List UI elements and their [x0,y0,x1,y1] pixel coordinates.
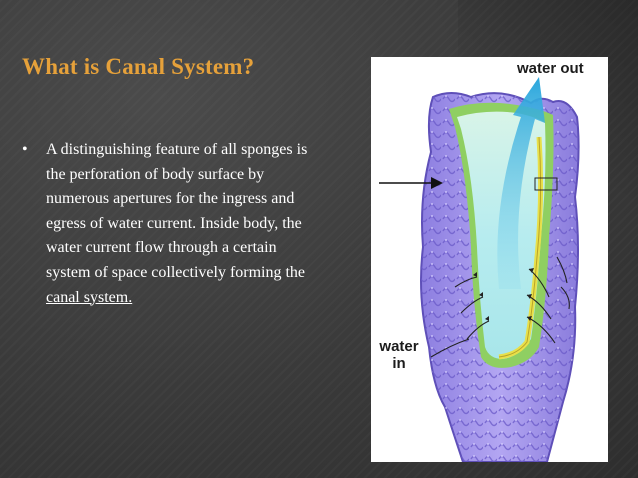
water-in-label-line2: in [392,355,406,372]
flow-arrowheads [473,268,534,321]
bullet-text: A distinguishing feature of all sponges … [46,138,322,310]
bullet-paragraph: • A distinguishing feature of all sponge… [22,138,322,310]
water-in-label: water in [375,338,423,372]
water-in-label-line1: water [379,338,419,355]
water-out-label: water out [517,60,584,77]
detail-box [534,177,558,191]
sponge-illustration [379,77,580,462]
canal-system-link[interactable]: canal system. [46,288,133,306]
water-in-side-arrow [379,177,443,189]
bullet-point-icon: • [22,141,28,158]
slide-title: What is Canal System? [22,54,255,79]
bullet-body-text: A distinguishing feature of all sponges … [46,141,308,281]
sponge-diagram: water out water in [371,57,608,462]
water-out-arrow [497,77,545,289]
